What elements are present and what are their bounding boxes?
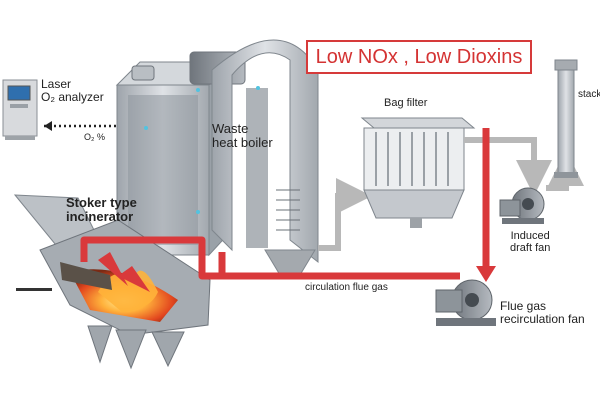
boiler-label-line2: heat boiler <box>212 134 273 150</box>
laser-label-line1: Laser <box>41 77 72 91</box>
circulation-flue-gas-label: circulation flue gas <box>305 282 388 293</box>
stack-icon <box>554 59 578 178</box>
stoker-label-line1: Stoker type <box>66 195 137 210</box>
bag-filter-label: Bag filter <box>384 97 428 109</box>
laser-label-line2: O₂ analyzer <box>41 89 104 104</box>
flue-fan-label-line1: Flue gas <box>500 299 547 313</box>
induced-draft-fan-icon <box>499 187 545 224</box>
red-arrowhead-icon <box>118 266 150 292</box>
flue-fan-label-line2: recirculation fan <box>500 311 585 326</box>
stoker-incinerator-label: Stoker type incinerator <box>66 196 137 223</box>
red-arrowhead-icon <box>476 266 496 282</box>
signal-arrow-icon <box>44 121 52 131</box>
flue-gas-arrow <box>318 178 372 251</box>
recirculation-fan-icon <box>435 279 496 326</box>
waste-heat-boiler-icon <box>115 39 319 276</box>
boiler-label-line1: Waste <box>212 121 249 136</box>
bag-filter-icon <box>360 117 476 228</box>
recirculation-loop-arrow <box>80 128 490 280</box>
waste-heat-boiler-label: Waste heat boiler <box>212 122 273 149</box>
induced-draft-fan-label: Induced draft fan <box>510 230 551 254</box>
stack-label: stack <box>578 89 600 100</box>
stoker-label-line2: incinerator <box>66 208 134 224</box>
to-fan-arrow <box>464 137 552 196</box>
induced-label-line2: draft fan <box>510 241 551 254</box>
o2-percent-label: O₂ % <box>84 132 105 142</box>
laser-analyzer-label: Laser O₂ analyzer <box>41 78 104 103</box>
induced-label-line1: Induced <box>510 230 550 242</box>
red-arrowhead-icon <box>98 252 128 286</box>
recirculation-fan-label: Flue gas recirculation fan <box>500 300 585 325</box>
headline-banner: Low NOx , Low Dioxins <box>306 40 532 74</box>
analyzer-cabinet-icon <box>2 79 38 140</box>
